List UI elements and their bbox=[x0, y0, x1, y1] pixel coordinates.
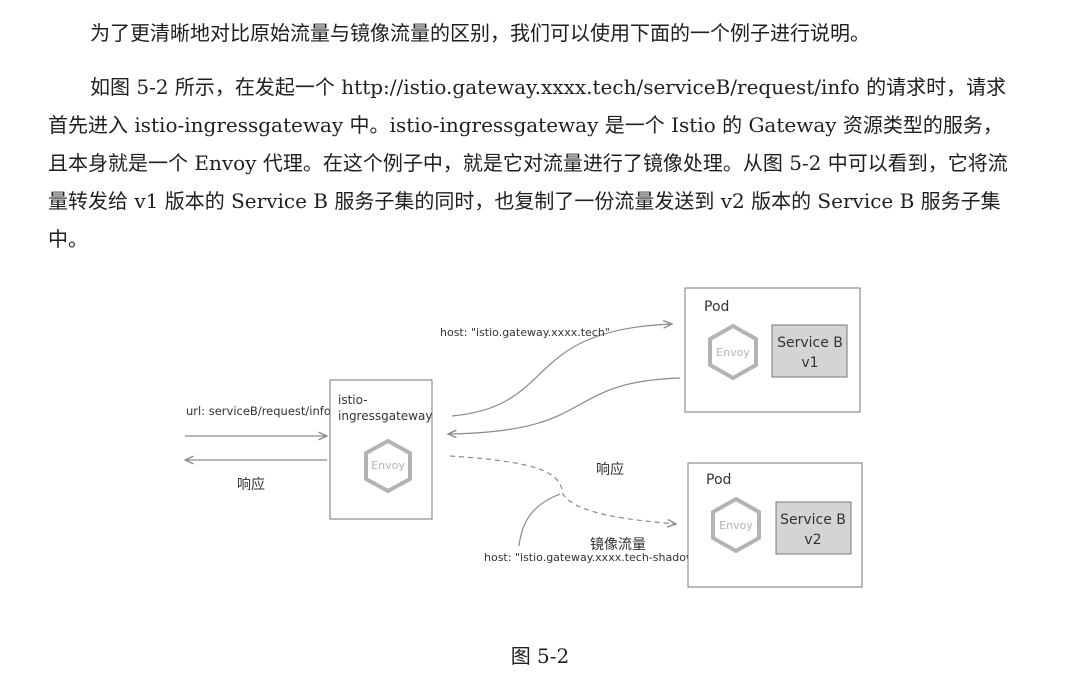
host-top-label: host: "istio.gateway.xxxx.tech" bbox=[440, 326, 610, 339]
response-label-left: 响应 bbox=[237, 476, 265, 493]
service-b-v1-name: Service B bbox=[777, 335, 843, 351]
gateway-envoy-hexagon-icon bbox=[364, 438, 412, 494]
gateway-label-line2: ingressgateway bbox=[338, 409, 432, 423]
pod-bottom-envoy-hexagon-icon bbox=[711, 496, 761, 554]
gateway-envoy-label: Envoy bbox=[371, 459, 405, 472]
figure-caption: 图 5-2 bbox=[510, 644, 570, 668]
pod-bottom-envoy-label: Envoy bbox=[719, 519, 753, 532]
forward-curve-to-v1 bbox=[451, 324, 672, 417]
gateway-label-line1: istio- bbox=[338, 393, 368, 407]
response-label-middle: 响应 bbox=[596, 461, 624, 478]
shadow-curve bbox=[518, 493, 561, 547]
mirror-traffic-label: 镜像流量 bbox=[590, 537, 646, 553]
return-curve-from-v1 bbox=[448, 377, 681, 434]
service-b-v1-box bbox=[771, 324, 848, 378]
host-shadow-label: host: "istio.gateway.xxxx.tech-shadow" bbox=[484, 551, 700, 564]
pod-top-envoy-hexagon-icon bbox=[708, 323, 758, 381]
pod-top-envoy-label: Envoy bbox=[716, 346, 750, 359]
url-label: url: serviceB/request/info bbox=[186, 404, 331, 418]
paragraph-intro: 为了更清晰地对比原始流量与镜像流量的区别，我们可以使用下面的一个例子进行说明。 bbox=[90, 21, 870, 45]
pod-top-title: Pod bbox=[704, 299, 729, 315]
pod-bottom-title: Pod bbox=[706, 472, 731, 488]
service-b-v2-box bbox=[775, 501, 852, 555]
service-b-v2-version: v2 bbox=[804, 532, 821, 548]
service-b-v1-version: v1 bbox=[801, 355, 818, 371]
paragraph-explanation: 如图 5-2 所示，在发起一个 http://istio.gateway.xxx… bbox=[48, 75, 1008, 251]
mirror-dashed-curve bbox=[449, 455, 676, 524]
traffic-mirroring-diagram: url: serviceB/request/info 响应 istio- ing… bbox=[0, 287, 863, 588]
service-b-v2-name: Service B bbox=[780, 512, 846, 528]
